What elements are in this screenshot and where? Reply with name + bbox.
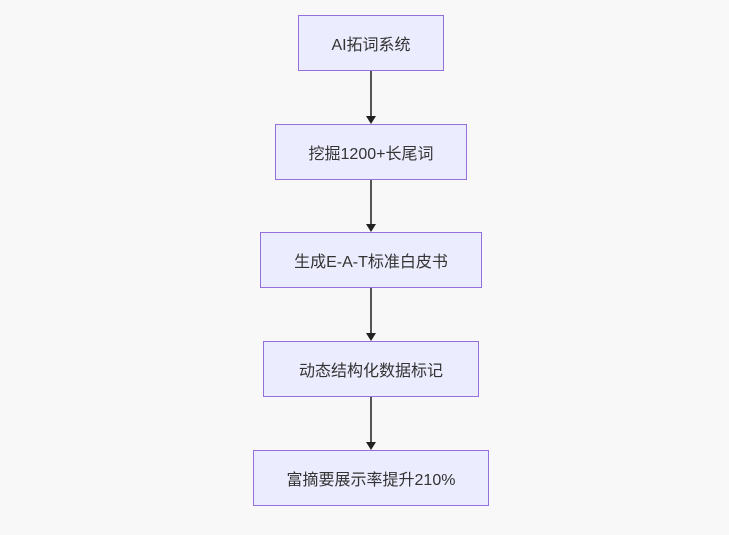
arrow-line (370, 288, 372, 334)
node-generate-eat-whitepaper: 生成E-A-T标准白皮书 (260, 232, 482, 288)
node-label: 生成E-A-T标准白皮书 (294, 254, 448, 271)
node-label: 挖掘1200+长尾词 (308, 146, 434, 163)
arrow-line (370, 180, 372, 225)
node-label: AI拓词系统 (331, 37, 411, 54)
flow-arrow-3 (365, 288, 377, 341)
node-mine-longtail-keywords: 挖掘1200+长尾词 (275, 124, 467, 180)
flow-arrow-4 (365, 397, 377, 450)
node-dynamic-structured-data-markup: 动态结构化数据标记 (263, 341, 479, 397)
arrow-line (370, 71, 372, 117)
arrowhead-down-icon (366, 224, 376, 232)
arrowhead-down-icon (366, 442, 376, 450)
node-label: 动态结构化数据标记 (298, 363, 443, 380)
arrow-line (370, 397, 372, 443)
node-label: 富摘要展示率提升210% (286, 472, 456, 489)
node-ai-word-expansion-system: AI拓词系统 (298, 15, 444, 71)
node-rich-snippet-rate-increase: 富摘要展示率提升210% (253, 450, 489, 506)
arrowhead-down-icon (366, 333, 376, 341)
arrowhead-down-icon (366, 116, 376, 124)
flow-arrow-2 (365, 180, 377, 232)
flow-arrow-1 (365, 71, 377, 124)
